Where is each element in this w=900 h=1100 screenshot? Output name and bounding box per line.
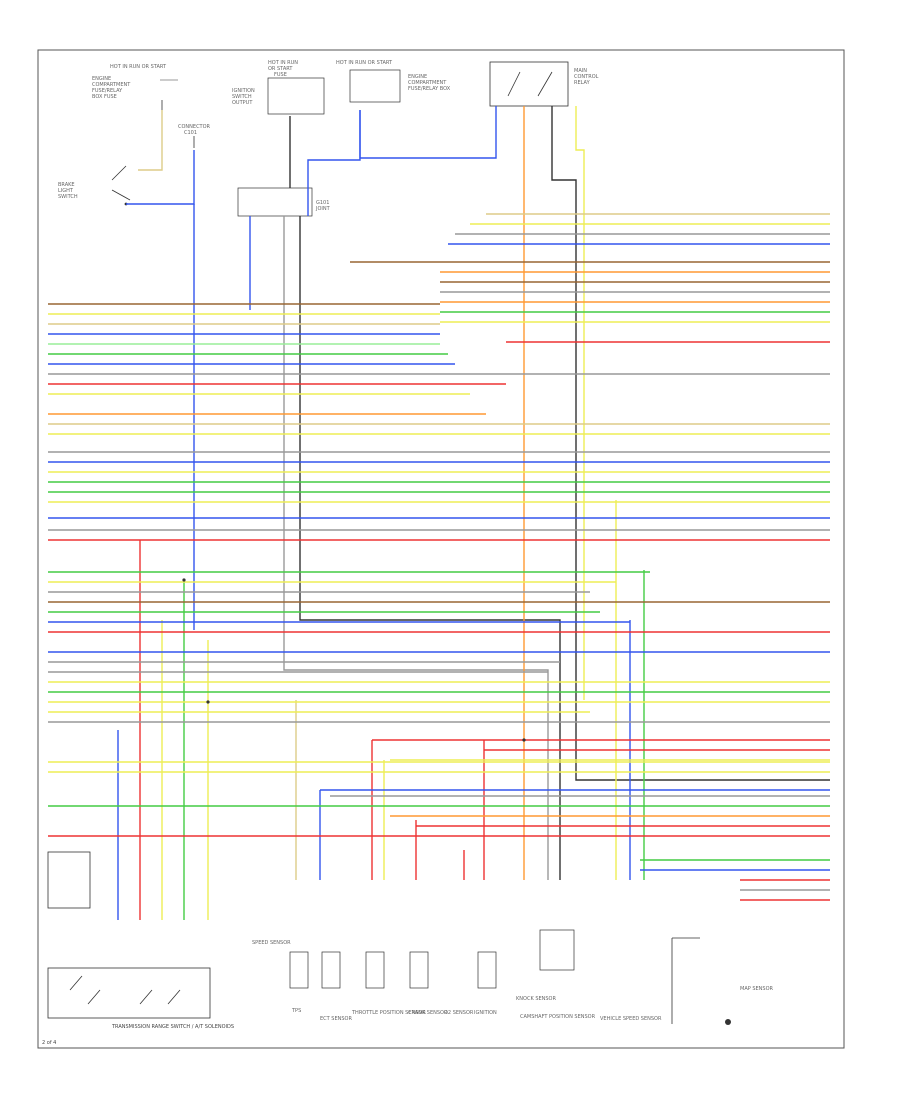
svg-text:OUTPUT: OUTPUT [232, 100, 253, 106]
brake-switch: BRAKE LIGHT SWITCH [58, 165, 131, 206]
svg-text:G101: G101 [316, 200, 329, 206]
svg-text:ECT SENSOR: ECT SENSOR [320, 1016, 352, 1022]
svg-text:SWITCH: SWITCH [232, 94, 252, 100]
main-bus [48, 303, 830, 901]
svg-text:RELAY: RELAY [574, 80, 591, 86]
svg-text:CAMSHAFT POSITION SENSOR: CAMSHAFT POSITION SENSOR [520, 1014, 596, 1020]
svg-text:SPEED SENSOR: SPEED SENSOR [252, 940, 291, 946]
svg-text:HOT IN RUN OR START: HOT IN RUN OR START [336, 60, 393, 66]
svg-text:SWITCH: SWITCH [58, 194, 78, 200]
top-left-fuse-block: HOT IN RUN OR START ENGINE COMPARTMENT F… [92, 64, 178, 110]
upper-right-bus [350, 213, 830, 343]
svg-text:HOT IN RUN: HOT IN RUN [268, 60, 298, 66]
splice-dots [182, 578, 526, 742]
svg-text:HOT IN RUN OR START: HOT IN RUN OR START [110, 64, 167, 70]
svg-text:THROTTLE POSITION SENSOR: THROTTLE POSITION SENSOR [351, 1010, 426, 1016]
svg-text:COMPARTMENT: COMPARTMENT [408, 80, 447, 86]
svg-text:JOINT: JOINT [315, 206, 331, 212]
top-right-fuse-block: HOT IN RUN OR START ENGINE COMPARTMENT F… [336, 60, 451, 103]
svg-text:CRANK SENSOR: CRANK SENSOR [408, 1010, 448, 1016]
svg-text:LIGHT: LIGHT [58, 188, 74, 194]
page-indicator: 2 of 4 [42, 1040, 56, 1046]
svg-text:CONTROL: CONTROL [574, 74, 599, 80]
svg-text:MAIN: MAIN [574, 68, 587, 74]
svg-text:COMPARTMENT: COMPARTMENT [92, 82, 131, 88]
svg-text:FUSE: FUSE [274, 72, 287, 78]
sensor-row: SPEED SENSOR TPS ECT SENSOR THROTTLE POS… [252, 929, 774, 1025]
svg-text:BOX FUSE: BOX FUSE [92, 94, 117, 100]
junction-block: G101 JOINT [237, 187, 331, 217]
svg-text:TRANSMISSION RANGE SWITCH / A/: TRANSMISSION RANGE SWITCH / A/T SOLENOID… [111, 1024, 234, 1030]
svg-text:CONNECTOR: CONNECTOR [178, 124, 211, 130]
svg-text:FUSE/RELAY BOX: FUSE/RELAY BOX [408, 86, 451, 92]
svg-text:BRAKE: BRAKE [58, 182, 75, 188]
svg-text:KNOCK SENSOR: KNOCK SENSOR [516, 996, 556, 1002]
svg-text:ENGINE: ENGINE [408, 74, 427, 80]
svg-text:C101: C101 [184, 130, 197, 136]
svg-text:MAP SENSOR: MAP SENSOR [740, 986, 774, 992]
svg-text:IGNITION: IGNITION [474, 1010, 497, 1016]
diagram-frame [37, 49, 845, 1049]
svg-text:O2 SENSOR: O2 SENSOR [444, 1010, 474, 1016]
svg-text:ENGINE: ENGINE [92, 76, 111, 82]
svg-text:IGNITION: IGNITION [232, 88, 255, 94]
sensor-connector-top: CONNECTOR C101 [178, 124, 211, 148]
svg-text:FUSE/RELAY: FUSE/RELAY [92, 88, 123, 94]
svg-text:OR START: OR START [268, 66, 293, 72]
top-center-fuse: HOT IN RUN OR START FUSE IGNITION SWITCH… [232, 60, 325, 115]
svg-text:VEHICLE SPEED SENSOR: VEHICLE SPEED SENSOR [600, 1016, 662, 1022]
main-control-relay: MAIN CONTROL RELAY [489, 61, 599, 107]
transmission-range-switch: TRANSMISSION RANGE SWITCH / A/T SOLENOID… [47, 851, 234, 1030]
svg-text:TPS: TPS [291, 1008, 301, 1014]
vertical-wires [117, 106, 830, 920]
